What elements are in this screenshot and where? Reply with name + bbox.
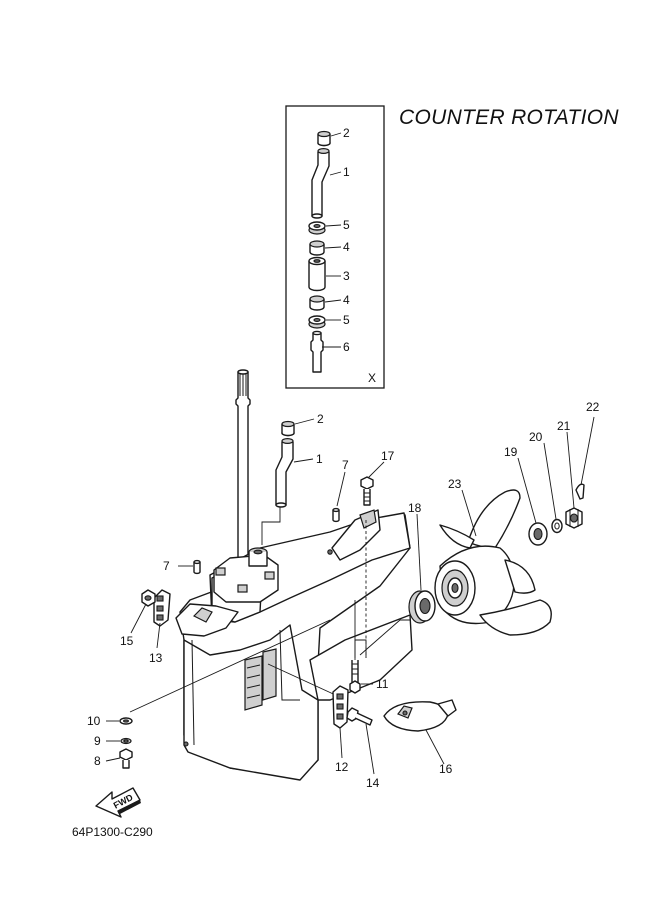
callout-19: 19 [504, 445, 518, 459]
inset-part-seal-top [309, 240, 325, 256]
callout-8: 8 [94, 754, 101, 768]
callout-inset-2: 2 [343, 126, 350, 140]
washer-9 [120, 737, 132, 745]
nut-15 [141, 589, 156, 607]
callout-inset-4a: 4 [343, 240, 350, 254]
dowel-pin-lower [193, 559, 201, 575]
assembly-lines [129, 520, 410, 713]
callout-9: 9 [94, 734, 101, 748]
dowel-pin-upper [332, 507, 340, 523]
propeller-23 [434, 489, 552, 636]
callout-16: 16 [439, 762, 453, 776]
main-leaders [105, 416, 595, 775]
cotter-pin-22 [575, 483, 585, 500]
inset-part-grommet-top [308, 221, 326, 235]
callout-inset-5b: 5 [343, 313, 350, 327]
callout-13: 13 [149, 651, 163, 665]
water-tube [275, 438, 294, 508]
washer-19 [528, 522, 548, 546]
callout-11: 11 [376, 677, 389, 691]
callout-2: 2 [317, 412, 324, 426]
inset-part-collar [317, 130, 331, 147]
inset-part-seal-bottom [309, 295, 325, 311]
thrust-spacer-18 [408, 590, 436, 624]
callout-inset-6: 6 [343, 340, 350, 354]
callout-18: 18 [408, 501, 422, 515]
washer-10 [119, 717, 133, 725]
callout-inset-4b: 4 [343, 293, 350, 307]
inset-leaders [322, 132, 342, 348]
callout-7-lower: 7 [163, 559, 170, 573]
callout-inset-3: 3 [343, 269, 350, 283]
tube-guide-line [261, 507, 281, 545]
callout-23: 23 [448, 477, 462, 491]
water-tube-collar [281, 420, 295, 437]
main-callouts: 2 1 7 17 22 21 20 19 23 18 7 13 15 11 10… [87, 400, 600, 790]
inset-marker: X [368, 371, 376, 385]
callout-21: 21 [557, 419, 571, 433]
trim-tab-bracket-13 [153, 589, 171, 627]
inset-part-grommet-bottom [308, 315, 326, 329]
callout-22: 22 [586, 400, 600, 414]
bracket-12 [332, 685, 349, 729]
bolt-14 [346, 707, 373, 726]
fwd-arrow-icon: FWD [95, 787, 141, 818]
bolt-17 [360, 476, 374, 506]
inset-box: X [285, 105, 385, 389]
drawing-code: 64P1300-C290 [72, 825, 153, 839]
lower-casing [175, 509, 413, 781]
bolt-8 [119, 748, 133, 769]
callout-15: 15 [120, 634, 134, 648]
inset-callouts: 2 1 5 4 3 4 5 6 [343, 126, 350, 354]
inset-part-sleeve [308, 256, 326, 292]
bolt-11 [349, 660, 361, 694]
callout-14: 14 [366, 776, 380, 790]
callout-1: 1 [316, 452, 323, 466]
inset-part-pipe [310, 330, 324, 373]
callout-20: 20 [529, 430, 543, 444]
inset-part-water-tube [311, 148, 330, 219]
trim-tab-16 [383, 699, 457, 732]
callout-10: 10 [87, 714, 101, 728]
callout-inset-5a: 5 [343, 218, 350, 232]
washer-20 [551, 518, 563, 534]
diagram-title: COUNTER ROTATION [399, 106, 619, 129]
drive-shaft [235, 369, 251, 563]
callout-12: 12 [335, 760, 349, 774]
prop-nut-21 [565, 507, 583, 529]
callout-7-upper: 7 [342, 458, 349, 472]
side-vents [244, 648, 277, 711]
callout-17: 17 [381, 449, 395, 463]
callout-inset-1: 1 [343, 165, 350, 179]
